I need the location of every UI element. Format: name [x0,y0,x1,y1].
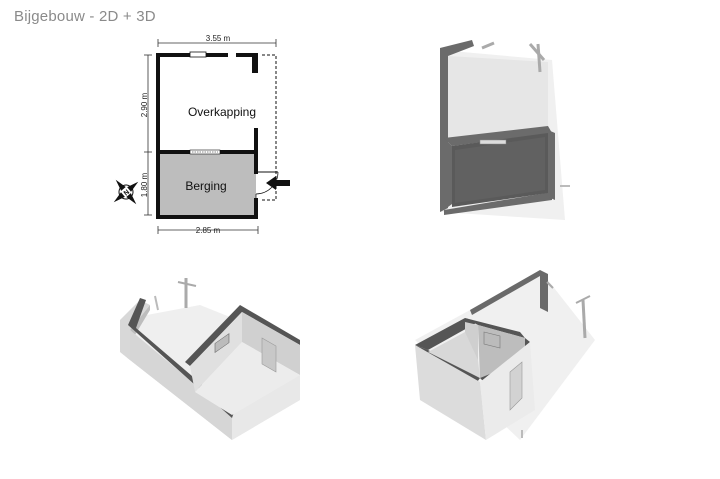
dimension-left: 2.90 m 1.80 m [140,54,152,216]
dimension-upper-label: 2.90 m [140,92,149,117]
overkapping-dashed-outline [262,54,277,201]
compass-label: N [123,189,131,198]
model-3d-right [415,270,595,440]
dimension-top: 3.55 m [157,34,277,47]
entrance-arrow-icon [266,176,290,190]
post-top-right [252,53,258,73]
dimension-bottom: 2.85 m [157,226,259,235]
floorplan-2d: 3.55 m 2.85 m 2.90 m 1.80 m [113,34,290,235]
walls [156,53,258,219]
dimension-bottom-label: 2.85 m [196,226,221,235]
dimension-lower-label: 1.80 m [140,172,149,197]
door-swing [255,171,279,200]
berging-area [160,154,256,215]
page-title: Bijgebouw - 2D + 3D [14,8,156,25]
model-3d-left [120,278,300,440]
room-label-berging: Berging [185,179,226,193]
window-top [189,51,207,58]
compass-icon: N [113,179,139,205]
room-label-overkapping: Overkapping [188,105,256,119]
model-3d-top [440,40,570,220]
dimension-top-label: 3.55 m [206,34,231,43]
